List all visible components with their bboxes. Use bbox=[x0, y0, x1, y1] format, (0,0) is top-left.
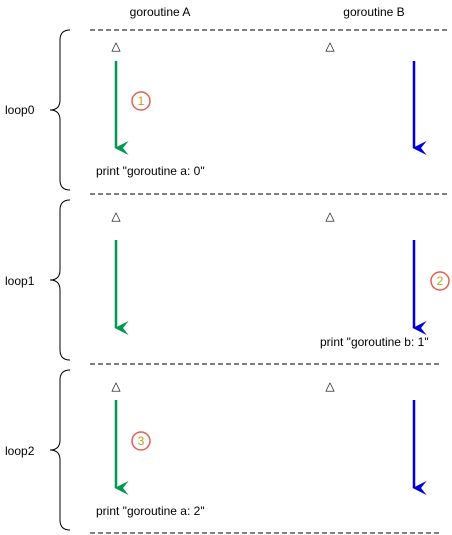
step-marker-circle bbox=[131, 431, 151, 451]
step-marker-number: 2 bbox=[437, 274, 444, 288]
loop-section: loop2 △ △ 3 print "goroutine a: 2" bbox=[5, 369, 427, 531]
triangle-icon: △ bbox=[111, 379, 121, 393]
print-label: print "goroutine b: 1" bbox=[320, 335, 429, 349]
loop-section: loop0 △ △ 1 print "goroutine a: 0" bbox=[5, 29, 427, 191]
loop-section: loop1 △ △ 2 print "goroutine b: 1" bbox=[5, 199, 450, 361]
print-label: print "goroutine a: 0" bbox=[96, 164, 205, 178]
triangle-icon: △ bbox=[111, 39, 121, 53]
loop-label: loop1 bbox=[5, 274, 35, 288]
triangle-icon: △ bbox=[325, 379, 335, 393]
loop-label: loop2 bbox=[5, 444, 35, 458]
print-label: print "goroutine a: 2" bbox=[96, 504, 205, 518]
header-goroutine-a: goroutine A bbox=[130, 5, 191, 19]
brace bbox=[49, 29, 71, 191]
step-marker-circle bbox=[430, 271, 450, 291]
brace bbox=[49, 199, 71, 361]
triangle-icon: △ bbox=[111, 209, 121, 223]
header-goroutine-b: goroutine B bbox=[343, 5, 404, 19]
step-marker-number: 3 bbox=[138, 434, 145, 448]
loop-label: loop0 bbox=[5, 103, 35, 117]
step-marker-number: 1 bbox=[138, 94, 145, 108]
step-marker-circle bbox=[131, 91, 151, 111]
triangle-icon: △ bbox=[325, 39, 335, 53]
brace bbox=[49, 369, 71, 531]
triangle-icon: △ bbox=[325, 209, 335, 223]
